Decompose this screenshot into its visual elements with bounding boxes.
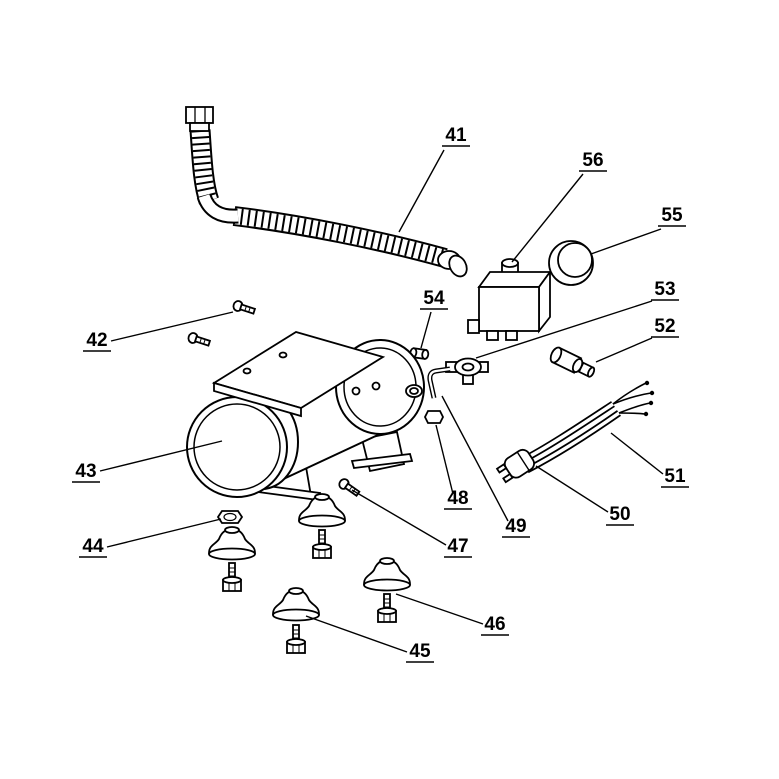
leader-line-46 — [395, 593, 484, 625]
part-label-46: 46 — [484, 614, 505, 635]
outlet-tube — [427, 366, 451, 399]
part-callout-43: 43 — [72, 440, 223, 483]
part-label-50: 50 — [609, 504, 630, 525]
unloader-valve — [445, 357, 489, 385]
leader-line-43 — [99, 440, 223, 472]
leader-line-44 — [106, 518, 222, 548]
leader-line-51 — [610, 432, 664, 475]
part-label-53: 53 — [654, 279, 675, 300]
part-label-43: 43 — [75, 461, 96, 482]
part-callout-56: 56 — [511, 150, 607, 263]
part-callout-47: 47 — [351, 489, 472, 558]
part-callout-48: 48 — [435, 424, 472, 510]
rubber-foot-46 — [363, 557, 411, 592]
screw-icon — [231, 298, 257, 317]
leader-line-56 — [511, 173, 584, 263]
part-label-45: 45 — [409, 641, 431, 662]
power-cord — [519, 380, 655, 474]
part-callout-54: 54 — [420, 288, 448, 349]
part-label-47: 47 — [447, 536, 468, 557]
part-callout-44: 44 — [79, 518, 222, 558]
part-callout-53: 53 — [475, 279, 679, 359]
part-label-55: 55 — [661, 205, 683, 226]
part-callout-41: 41 — [398, 125, 470, 233]
plate-screw — [351, 386, 361, 396]
tank-bracket-right-base — [350, 453, 414, 469]
part-callout-45: 45 — [305, 615, 434, 663]
plate-screw — [371, 381, 381, 391]
rubber-foot-45 — [272, 587, 320, 622]
leader-line-47 — [351, 489, 447, 546]
labels-layer: 41 56 55 42 54 53 52 43 51 50 49 48 47 44 46 45 — [72, 125, 689, 663]
plate-hole — [278, 351, 288, 359]
leader-line-42 — [110, 311, 234, 342]
part-label-42: 42 — [86, 330, 107, 351]
leader-line-54 — [420, 311, 432, 349]
foot-bolt — [222, 562, 242, 592]
part-callout-46: 46 — [395, 593, 509, 636]
compressor-unit — [186, 331, 425, 501]
gauge-cap — [548, 240, 594, 286]
part-label-49: 49 — [505, 516, 526, 537]
pressure-switch — [467, 258, 552, 341]
leader-line-55 — [590, 228, 662, 255]
foot-bolt — [286, 624, 306, 654]
part-label-54: 54 — [423, 288, 445, 309]
part-callout-49: 49 — [441, 395, 530, 538]
foot-bolt — [377, 593, 397, 623]
motor-housing — [186, 396, 288, 498]
leader-line-45 — [305, 615, 408, 653]
leader-line-52 — [595, 337, 653, 363]
mounting-screws — [186, 298, 257, 349]
tube-nut — [423, 410, 445, 424]
foot-bolt — [312, 529, 332, 559]
leader-line-50 — [535, 465, 609, 513]
screw-icon — [186, 330, 212, 349]
mounting-plate-lip — [213, 381, 302, 418]
part-callout-50: 50 — [535, 465, 634, 526]
part-label-44: 44 — [82, 536, 104, 557]
spiral-hose — [185, 106, 468, 278]
hose-top-fitting — [185, 106, 214, 132]
part-callout-42: 42 — [83, 311, 234, 352]
quick-connector — [549, 346, 596, 378]
part-label-52: 52 — [654, 316, 675, 337]
leader-line-53 — [475, 300, 653, 359]
part-callout-51: 51 — [610, 432, 689, 488]
plate-hole — [242, 367, 252, 375]
rubber-foot — [208, 526, 256, 561]
leader-line-49 — [441, 395, 509, 522]
leader-line-41 — [398, 149, 445, 233]
foot-screw — [336, 476, 362, 499]
power-plug — [495, 448, 535, 484]
part-label-48: 48 — [447, 488, 468, 509]
foot-nut — [216, 510, 244, 524]
part-label-56: 56 — [582, 150, 603, 171]
leader-line-48 — [435, 424, 454, 495]
part-label-51: 51 — [664, 466, 686, 487]
part-callout-52: 52 — [595, 316, 679, 363]
part-callout-55: 55 — [590, 205, 686, 255]
hose-end-fitting — [437, 250, 468, 278]
part-label-41: 41 — [445, 125, 467, 146]
